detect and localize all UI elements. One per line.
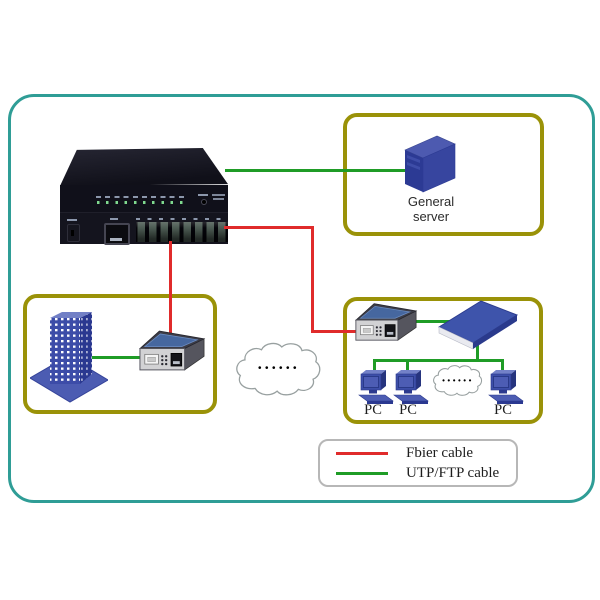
pc-label: PC [364, 402, 382, 418]
cloud-dots: •••••• [442, 376, 474, 385]
model-text [212, 194, 225, 196]
pc-label: PC [399, 402, 417, 418]
cloud-icon [433, 365, 483, 396]
utp-cable-label: UTP/FTP cable [406, 464, 500, 481]
led-labels [96, 196, 188, 198]
fiber-cable-label: Fbier cable [406, 444, 474, 461]
pc-icon [393, 370, 429, 404]
fiber-switch-front [60, 185, 228, 245]
utp-cable-switch-to-server [225, 169, 408, 172]
utp-cable-converter-to-switch [412, 320, 450, 323]
fiber-cable-swatch [336, 451, 388, 455]
rj45-port [104, 223, 130, 245]
legend-row-fiber: Fbier cable [336, 444, 516, 461]
reset-label [198, 194, 208, 196]
fiber-cable-vertical [311, 226, 314, 333]
fiber-switch-device [60, 148, 228, 245]
fiber-switch-top [60, 148, 228, 186]
rj45-label [110, 218, 118, 220]
media-converter-icon [138, 330, 206, 371]
sfp-port-labels [136, 218, 228, 220]
utp-drop-pc2 [406, 359, 409, 373]
utp-cable-building-to-converter [92, 356, 142, 359]
utp-drop-pc3 [501, 359, 504, 373]
sfp-ports [136, 222, 228, 242]
legend-row-utp: UTP/FTP cable [336, 464, 516, 481]
utp-drop-pc1 [373, 359, 376, 373]
pc-icon [358, 370, 394, 404]
utp-cable-swatch [336, 471, 388, 475]
media-converter-icon [354, 303, 418, 341]
server-label: General server [391, 194, 471, 224]
model-text [213, 198, 224, 200]
server-icon [404, 135, 456, 193]
server-label-line2: server [412, 209, 450, 224]
building-icon [30, 312, 108, 403]
fiber-cable-switch-to-left-converter [169, 241, 172, 338]
utp-cable-switch-drop [476, 344, 479, 362]
fiber-cable-to-right-converter [311, 330, 357, 333]
cloud-dots: •••••• [257, 363, 300, 374]
legend: Fbier cable UTP/FTP cable [318, 439, 518, 487]
server-label-line1: General [407, 194, 455, 209]
led-row [97, 201, 189, 204]
power-label [67, 219, 77, 221]
cloud-icon [236, 342, 321, 396]
utp-cable-bus [373, 359, 504, 362]
pc-icon [488, 370, 524, 404]
pc-label: PC [494, 402, 512, 418]
fiber-cable-horizontal [224, 226, 314, 229]
ethernet-switch-icon [437, 300, 519, 350]
power-jack [67, 224, 80, 242]
reset-hole [201, 199, 207, 205]
